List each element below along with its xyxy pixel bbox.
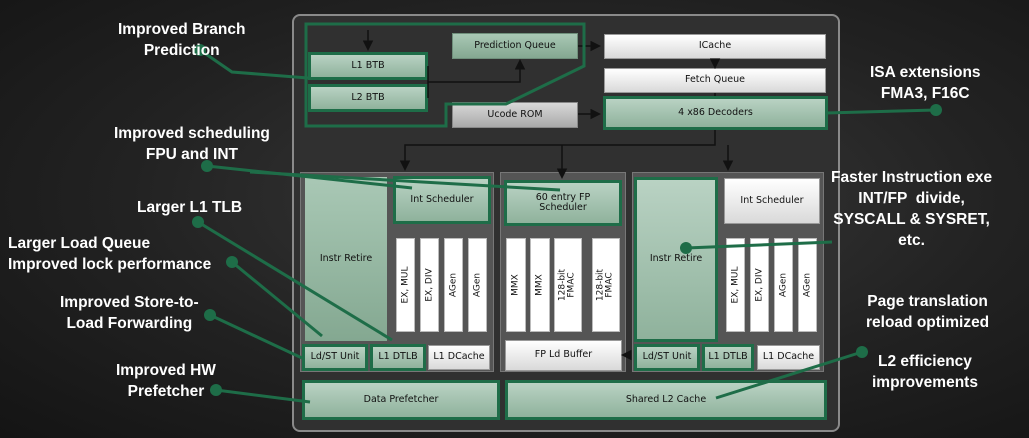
icache-label: ICache: [698, 40, 732, 52]
l1-btb-label: L1 BTB: [351, 59, 385, 71]
fpu-col-4-label: 128-bit FMAC: [595, 268, 615, 302]
callout-isa-extensions: ISA extensions FMA3, F16C: [870, 64, 981, 102]
callout-branch-prediction: Improved Branch Prediction: [118, 21, 246, 59]
exu-left-col-3-label: AGen: [447, 272, 458, 298]
icache-block: ICache: [604, 34, 826, 59]
l1-dcache-left-block: L1 DCache: [428, 345, 490, 370]
exu-right-col-2: EX, DIV: [750, 238, 769, 332]
exu-left-col-2: EX, DIV: [420, 238, 439, 332]
fpu-col-2-label: MMX: [534, 274, 545, 296]
exu-left-col-2-label: EX, DIV: [423, 268, 434, 302]
fpu-col-3: 128-bit FMAC: [554, 238, 582, 332]
exu-left-col-1: EX, MUL: [396, 238, 415, 332]
callout-store-load: Improved Store-to- Load Forwarding: [60, 294, 199, 332]
instr-retire-left-label: Instr Retire: [319, 252, 373, 264]
data-prefetcher-label: Data Prefetcher: [363, 393, 439, 405]
instr-retire-left-block: Instr Retire: [305, 177, 387, 341]
exu-left-col-3: AGen: [444, 238, 463, 332]
callout-page-translation: Page translation reload optimized: [866, 293, 990, 331]
l1-dtlb-left-label: L1 DTLB: [378, 351, 418, 363]
fetch-queue-block: Fetch Queue: [604, 68, 826, 93]
data-prefetcher-block: Data Prefetcher: [302, 380, 500, 420]
instr-retire-right-label: Instr Retire: [649, 253, 703, 265]
decoders-block: 4 x86 Decoders: [603, 96, 828, 130]
exu-left-col-4-label: AGen: [471, 272, 482, 298]
callout-faster-instruction: Faster Instruction exe INT/FP divide, SY…: [831, 169, 993, 249]
fpu-col-1: MMX: [506, 238, 526, 332]
fpu-col-3-label: 128-bit FMAC: [557, 268, 577, 302]
l2-btb-label: L2 BTB: [351, 91, 385, 103]
exu-right-col-3: AGen: [774, 238, 793, 332]
fp-ld-buffer-label: FP Ld Buffer: [534, 349, 593, 361]
exu-left-col-1-label: EX, MUL: [399, 266, 410, 304]
l1-dcache-right-block: L1 DCache: [757, 345, 820, 370]
l1-btb-block: L1 BTB: [308, 52, 428, 80]
l1-dtlb-left-block: L1 DTLB: [370, 344, 426, 371]
fpu-col-2: MMX: [530, 238, 550, 332]
l1-dcache-left-label: L1 DCache: [433, 351, 485, 363]
l2-btb-block: L2 BTB: [308, 84, 428, 112]
int-scheduler-left-label: Int Scheduler: [410, 193, 474, 205]
l1-dcache-right-label: L1 DCache: [762, 351, 815, 363]
fp-scheduler-label: 60 entry FP Scheduler: [535, 191, 591, 213]
decoders-label: 4 x86 Decoders: [678, 106, 753, 118]
l1-dtlb-right-label: L1 DTLB: [708, 351, 748, 363]
ucode-rom-label: Ucode ROM: [487, 108, 543, 120]
ldst-unit-left-block: Ld/ST Unit: [302, 344, 368, 371]
shared-l2-cache-block: Shared L2 Cache: [505, 380, 827, 420]
ldst-unit-right-label: Ld/ST Unit: [642, 351, 692, 363]
exu-right-col-2-label: EX, DIV: [753, 268, 764, 302]
fpu-col-4: 128-bit FMAC: [592, 238, 620, 332]
prediction-queue-block: Prediction Queue: [452, 33, 578, 59]
ldst-unit-left-label: Ld/ST Unit: [310, 351, 360, 363]
fp-ld-buffer-block: FP Ld Buffer: [505, 340, 622, 371]
callout-scheduling: Improved scheduling FPU and INT: [114, 125, 270, 163]
shared-l2-cache-label: Shared L2 Cache: [625, 393, 707, 405]
ucode-rom-block: Ucode ROM: [452, 102, 578, 128]
callout-l1-tlb: Larger L1 TLB: [137, 199, 243, 216]
exu-right-col-1-label: EX, MUL: [729, 266, 740, 304]
callout-load-queue: Larger Load Queue Improved lock performa…: [8, 235, 212, 273]
fetch-queue-label: Fetch Queue: [685, 74, 745, 86]
int-scheduler-right-block: Int Scheduler: [724, 178, 820, 224]
fp-scheduler-block: 60 entry FP Scheduler: [504, 180, 622, 226]
l1-dtlb-right-block: L1 DTLB: [702, 344, 754, 371]
callout-l2-efficiency: L2 efficiency improvements: [872, 353, 978, 391]
ldst-unit-right-block: Ld/ST Unit: [634, 344, 700, 371]
int-scheduler-right-label: Int Scheduler: [740, 194, 804, 206]
exu-left-col-4: AGen: [468, 238, 487, 332]
int-scheduler-left-block: Int Scheduler: [393, 176, 491, 224]
exu-right-col-4: AGen: [798, 238, 817, 332]
exu-right-col-3-label: AGen: [777, 272, 788, 298]
fpu-col-1-label: MMX: [510, 274, 521, 296]
instr-retire-right-block: Instr Retire: [634, 177, 718, 342]
exu-right-col-1: EX, MUL: [726, 238, 745, 332]
exu-right-col-4-label: AGen: [801, 272, 812, 298]
prediction-queue-label: Prediction Queue: [474, 39, 556, 51]
callout-prefetcher: Improved HW Prefetcher: [116, 362, 216, 400]
